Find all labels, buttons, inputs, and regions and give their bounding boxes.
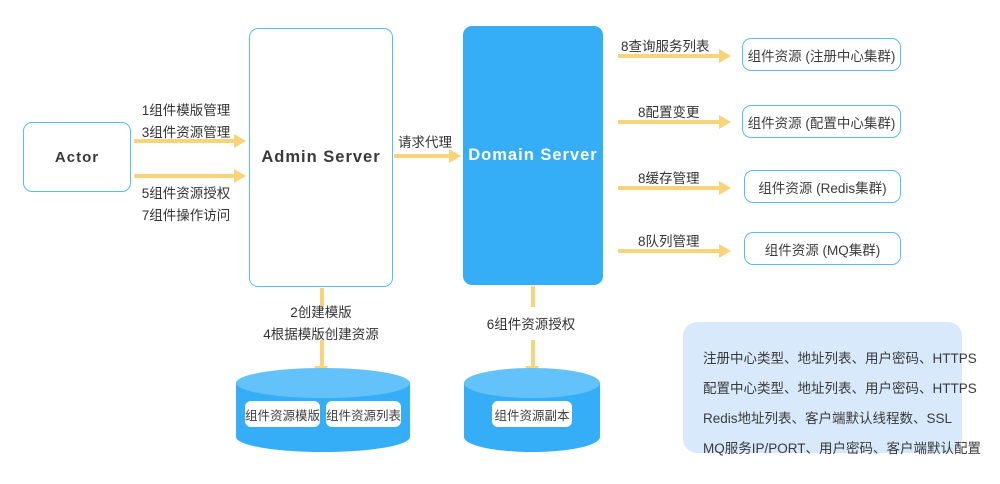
edge-label-line-1: 5组件资源授权 (141, 186, 231, 201)
info-panel: 注册中心类型、地址列表、用户密码、HTTPS 配置中心类型、地址列表、用户密码、… (683, 322, 981, 456)
arrow-domain-to-resource-0 (618, 48, 731, 63)
node-resource-3[interactable]: 组件资源 (MQ集群) (744, 232, 901, 265)
info-line-3: MQ服务IP/PORT、用户密码、客户端默认配置 (703, 441, 982, 456)
node-resource-2[interactable]: 组件资源 (Redis集群) (744, 170, 901, 203)
cylinder-top-ellipse (236, 368, 410, 398)
cylinder-top-ellipse (464, 368, 600, 398)
node-domain-server[interactable]: Domain Server (463, 26, 603, 285)
edge-label-resource-0: 8查询服务列表 (621, 39, 710, 54)
arrow-actor-to-admin-bottom (134, 168, 246, 183)
arrow-admin-to-store-upper (320, 288, 324, 307)
info-line-1: 配置中心类型、地址列表、用户密码、HTTPS (703, 381, 977, 396)
edge-label-line-2: 7组件操作访问 (141, 208, 231, 223)
node-resource-1-label: 组件资源 (配置中心集群) (747, 115, 896, 131)
node-resource-0[interactable]: 组件资源 (注册中心集群) (742, 38, 901, 71)
node-resource-2-label: 组件资源 (Redis集群) (758, 180, 887, 196)
edge-label-line-1: 6组件资源授权 (486, 317, 576, 332)
store-chip-0-label: 组件资源副本 (494, 408, 570, 423)
arrow-actor-to-admin-top (134, 133, 246, 148)
arrow-admin-to-domain (394, 148, 461, 163)
arrow-domain-to-store-upper (531, 286, 535, 307)
edge-label-actor-admin-bottom: 5组件资源授权 7组件操作访问 (130, 183, 242, 227)
node-admin-server-label: Admin Server (261, 148, 381, 166)
store-chip-0[interactable]: 组件资源模版 (245, 401, 320, 427)
store-domain-cylinder[interactable]: 组件资源副本 (464, 368, 600, 452)
edge-label-resource-3: 8队列管理 (638, 234, 700, 249)
node-actor[interactable]: Actor (23, 122, 131, 192)
edge-label-line-2: 4根据模版创建资源 (263, 327, 379, 342)
node-admin-server[interactable]: Admin Server (249, 28, 393, 287)
store-chip-0[interactable]: 组件资源副本 (492, 401, 572, 427)
info-line-0: 注册中心类型、地址列表、用户密码、HTTPS (703, 351, 977, 366)
info-line-2: Redis地址列表、客户端默认线程数、SSL (703, 411, 953, 426)
arrow-domain-to-resource-1 (618, 114, 731, 129)
arrow-domain-to-resource-3 (618, 243, 731, 258)
arrow-domain-to-store (525, 340, 538, 378)
arrow-domain-to-resource-2 (618, 180, 731, 195)
edge-label-line-1: 2创建模版 (290, 305, 352, 320)
node-domain-server-label: Domain Server (468, 146, 598, 164)
edge-label-actor-admin-top: 1组件模版管理 3组件资源管理 (130, 100, 242, 144)
node-actor-label: Actor (54, 148, 100, 166)
edge-label-domain-to-store: 6组件资源授权 (456, 314, 606, 336)
edge-label-line-1: 1组件模版管理 (141, 103, 231, 118)
node-resource-0-label: 组件资源 (注册中心集群) (747, 48, 896, 64)
node-resource-1[interactable]: 组件资源 (配置中心集群) (742, 105, 901, 138)
edge-label-resource-1: 8配置变更 (638, 105, 700, 120)
store-admin-cylinder[interactable]: 组件资源模版 组件资源列表 (236, 368, 410, 452)
edge-label-admin-to-domain: 请求代理 (398, 135, 452, 150)
edge-label-resource-2: 8缓存管理 (638, 171, 700, 186)
edge-label-line-2: 3组件资源管理 (141, 125, 231, 140)
store-chip-1-label: 组件资源列表 (326, 408, 402, 423)
edge-label-admin-to-store: 2创建模版 4根据模版创建资源 (232, 302, 410, 346)
node-resource-3-label: 组件资源 (MQ集群) (764, 242, 881, 258)
store-chip-0-label: 组件资源模版 (245, 408, 321, 423)
store-chip-1[interactable]: 组件资源列表 (326, 401, 401, 427)
